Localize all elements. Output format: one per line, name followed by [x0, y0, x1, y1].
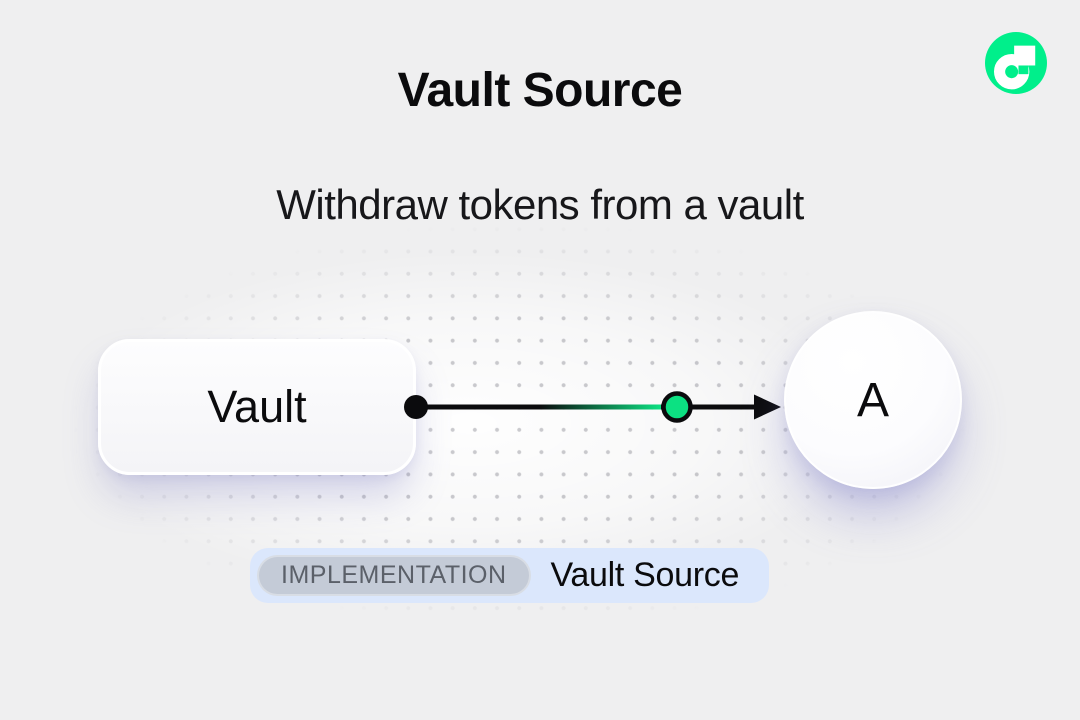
vault-node-label: Vault: [207, 381, 307, 432]
arrowhead-icon: [754, 394, 781, 420]
implementation-label: Vault Source: [550, 556, 740, 594]
flow-logo-icon: [985, 32, 1047, 94]
page-subtitle: Withdraw tokens from a vault: [276, 181, 804, 228]
recipient-node-label: A: [856, 373, 889, 427]
vault-node: Vault: [98, 339, 416, 475]
implementation-tag: IMPLEMENTATION: [257, 555, 531, 596]
page-title: Vault Source: [397, 64, 683, 117]
flow-event-dot: [661, 391, 693, 423]
connector-arrow: [404, 391, 781, 423]
implementation-badge: IMPLEMENTATION Vault Source: [250, 548, 770, 603]
recipient-node: A: [784, 311, 962, 489]
flow-logo-svg: [985, 32, 1047, 94]
source-anchor-dot: [404, 395, 428, 419]
